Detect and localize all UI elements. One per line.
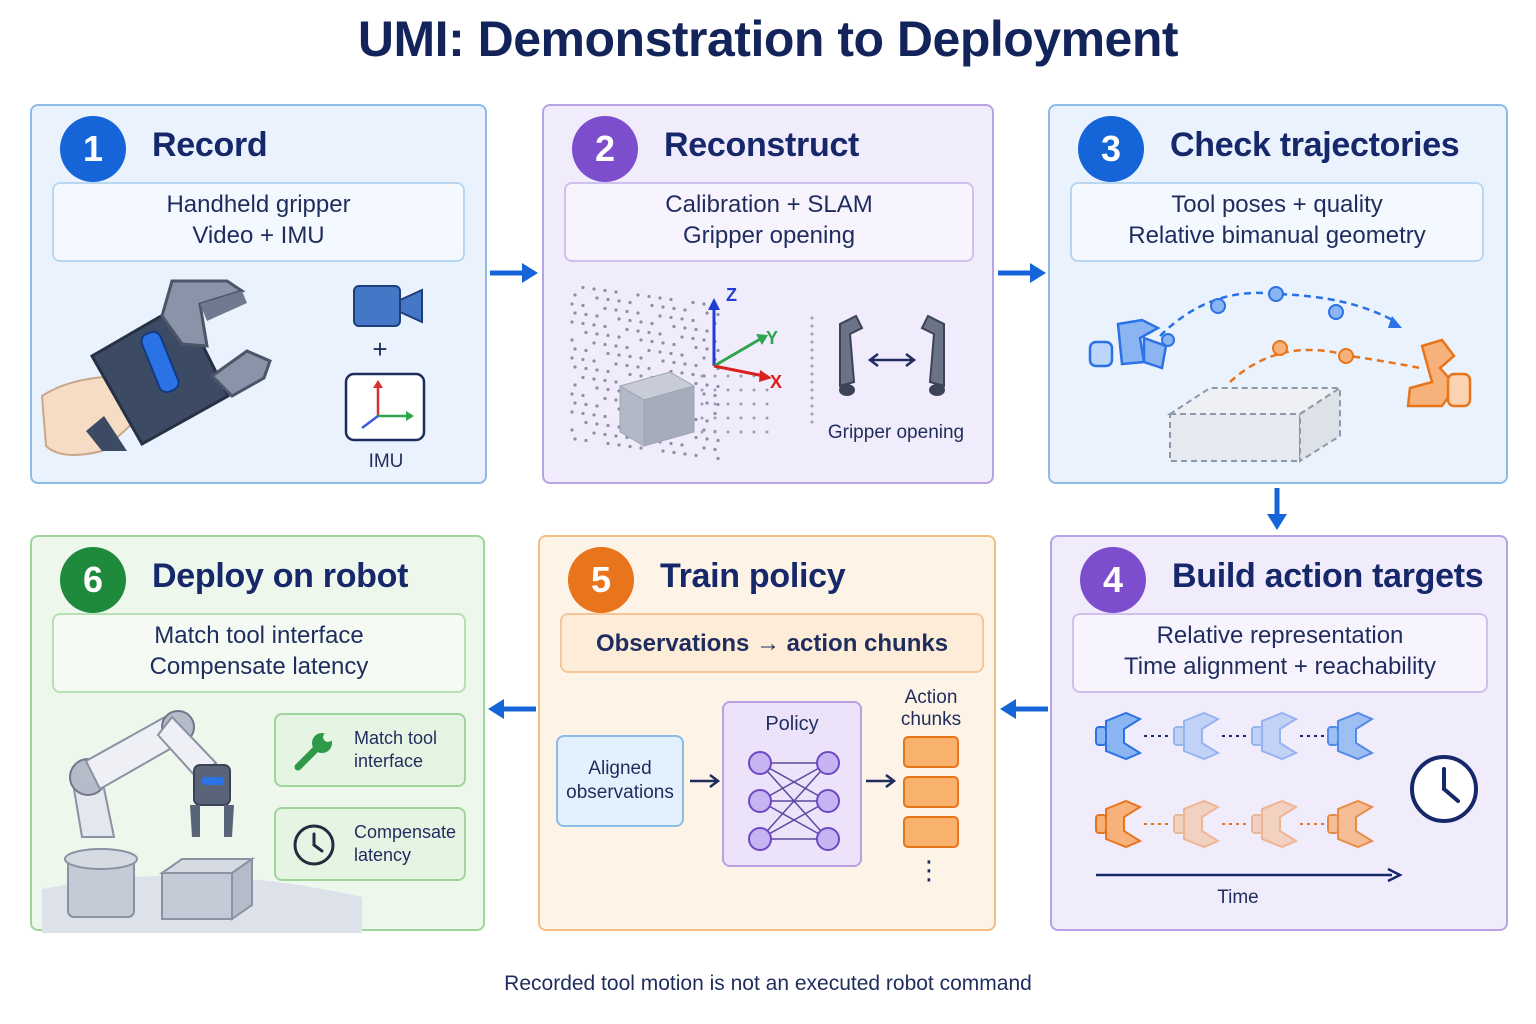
description-line: Relative representation (1156, 622, 1404, 649)
step-description: Relative representation Time alignment +… (1072, 613, 1488, 693)
description-line: Video + IMU (192, 222, 325, 249)
neural-network-icon (748, 751, 840, 851)
clock-icon (293, 824, 335, 866)
step-title: Build action targets (1172, 557, 1484, 595)
step-description: Tool poses + quality Relative bimanual g… (1070, 182, 1484, 262)
imu-label: IMU (369, 451, 404, 472)
step-description: Match tool interface Compensate latency (52, 613, 466, 693)
video-camera-icon (353, 285, 423, 327)
card-label: interface (354, 751, 424, 771)
reconstruct-illustration: Z Y X Gripper opening (570, 285, 964, 461)
gripper-pose-icon (1095, 799, 1143, 849)
flow-arrow-4-to-5 (1000, 699, 1048, 719)
step-title: Train policy (660, 557, 846, 595)
imu-axes-icon (344, 372, 426, 442)
clock-icon (1410, 755, 1478, 823)
step-number-badge: 1 (60, 116, 126, 182)
description-line: Calibration + SLAM (665, 191, 873, 218)
description-line: Observations → action chunks (595, 630, 949, 657)
gripper-pose-icon (1095, 711, 1143, 761)
policy-network-illustration (690, 736, 959, 851)
card-label: latency (354, 845, 412, 865)
description-line: Handheld gripper (166, 191, 351, 218)
blue-gripper-icon (1088, 318, 1168, 370)
gripper-pose-icon (1327, 799, 1375, 849)
flow-arrow-1-to-2 (490, 263, 538, 283)
step-title: Reconstruct (664, 126, 860, 164)
step-title: Check trajectories (1170, 126, 1460, 164)
step-description: Handheld gripper Video + IMU (52, 182, 465, 262)
step-description: Observations → action chunks (560, 613, 984, 673)
description-line: Gripper opening (682, 222, 856, 249)
cube-icon (618, 371, 696, 447)
step-number-badge: 4 (1080, 547, 1146, 613)
step-train-policy-panel: 5 Train policy Observations → action chu… (538, 535, 996, 931)
action-chunk-block (903, 776, 959, 808)
more-chunks-ellipsis: ⋮ (916, 855, 942, 885)
flow-arrow-2-to-3 (998, 263, 1046, 283)
axis-x-label: X (770, 372, 782, 392)
description-line: Tool poses + quality (1171, 191, 1383, 218)
robot-arm-illustration (42, 710, 362, 933)
step-number-badge: 5 (568, 547, 634, 613)
flow-arrow-5-to-6 (488, 699, 536, 719)
time-axis-label: Time (1217, 887, 1259, 908)
step-number-badge: 2 (572, 116, 638, 182)
compensate-latency-card: Compensate latency (274, 807, 466, 881)
gripper-pose-icon (1173, 799, 1221, 849)
gripper-opening-icon (839, 314, 945, 396)
action-chunks-label: Action chunks (900, 687, 962, 730)
step-number-badge: 3 (1078, 116, 1144, 182)
step-title: Record (152, 126, 268, 164)
aligned-observations-box: Aligned observations (556, 735, 684, 827)
gripper-pose-icon (1251, 799, 1299, 849)
card-label: Match tool (354, 728, 438, 748)
step-reconstruct-panel: 2 Reconstruct Calibration + SLAM Gripper… (542, 104, 994, 484)
step-number-badge: 6 (60, 547, 126, 613)
gripper-sequence-icon: Time (1095, 711, 1478, 908)
wrench-icon (294, 732, 333, 771)
gripper-opening-label: Gripper opening (828, 422, 964, 443)
policy-label: Policy (765, 713, 819, 735)
description-line: Relative bimanual geometry (1128, 222, 1426, 249)
trajectory-illustration (1088, 286, 1472, 463)
axes-icon: Z Y X (708, 285, 782, 392)
description-line: Time alignment + reachability (1124, 653, 1436, 680)
dashed-box-icon (1166, 386, 1344, 463)
step-deploy-panel: 6 Deploy on robot Match tool interface C… (30, 535, 485, 933)
step-record-panel: 1 Record Handheld gripper Video + IMU + (30, 104, 487, 484)
gripper-pose-icon (1327, 711, 1375, 761)
match-tool-interface-card: Match tool interface (274, 713, 466, 787)
step-check-trajectories-panel: 3 Check trajectories Tool poses + qualit… (1048, 104, 1508, 484)
record-illustration: + IMU (40, 279, 426, 472)
description-line: Compensate latency (149, 653, 369, 680)
action-chunk-block (903, 816, 959, 848)
card-label: Compensate (354, 822, 457, 842)
orange-gripper-icon (1406, 338, 1472, 408)
footer-note: Recorded tool motion is not an executed … (504, 972, 1032, 995)
action-chunk-block (903, 736, 959, 768)
page-title: UMI: Demonstration to Deployment (357, 11, 1179, 67)
gripper-pose-icon (1173, 711, 1221, 761)
step-description: Calibration + SLAM Gripper opening (564, 182, 974, 262)
hand-gripper-icon (40, 279, 272, 456)
flow-arrow-3-to-4 (1267, 488, 1287, 530)
step-title: Deploy on robot (152, 557, 409, 595)
axis-z-label: Z (726, 285, 737, 305)
step-build-action-targets-panel: 4 Build action targets Relative represen… (1050, 535, 1508, 931)
axis-y-label: Y (766, 328, 778, 348)
plus-sign: + (372, 334, 387, 364)
description-line: Match tool interface (154, 622, 364, 649)
gripper-pose-icon (1251, 711, 1299, 761)
